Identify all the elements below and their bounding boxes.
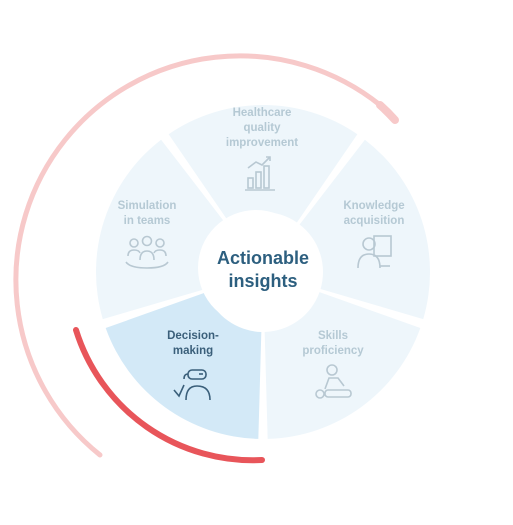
person-at-screen-icon [357, 235, 392, 269]
segment-skills[interactable]: Skills proficiency [302, 330, 364, 399]
outer-ring-dark [73, 327, 265, 464]
bar-chart-growth-icon [245, 156, 275, 191]
outer-ring-light-tail [376, 101, 399, 124]
segment-skills-line1: Skills [318, 330, 348, 342]
segment-decision[interactable]: Decision- making [167, 330, 219, 401]
segment-healthcare[interactable]: Healthcare quality improvement [226, 107, 298, 191]
patient-treatment-icon [315, 364, 352, 399]
center-label-line2: insights [228, 271, 297, 291]
vr-headset-person-icon [173, 369, 211, 401]
center-label-line1: Actionable [217, 248, 309, 268]
segment-shape-skills[interactable] [264, 292, 421, 439]
segment-knowledge-line1: Knowledge [343, 200, 404, 212]
center-circle [198, 210, 314, 326]
segment-healthcare-line3: improvement [226, 137, 298, 149]
segment-healthcare-line1: Healthcare [233, 107, 292, 119]
segment-knowledge[interactable]: Knowledge acquisition [343, 200, 405, 269]
segment-simulation-line1: Simulation [118, 200, 177, 212]
segment-shape-knowledge[interactable] [299, 139, 430, 320]
segment-decision-line2: making [173, 345, 213, 357]
segment-shape-simulation[interactable] [96, 139, 227, 320]
segment-healthcare-line2: quality [243, 122, 281, 134]
segment-simulation-line2: in teams [124, 215, 171, 227]
segment-skills-line2: proficiency [302, 345, 364, 357]
team-people-icon [125, 235, 169, 269]
segment-decision-line1: Decision- [167, 330, 219, 342]
segment-shape-decision[interactable] [105, 292, 262, 439]
segment-simulation[interactable]: Simulation in teams [118, 200, 177, 269]
segment-knowledge-line2: acquisition [344, 215, 405, 227]
outer-ring-light [13, 53, 383, 458]
